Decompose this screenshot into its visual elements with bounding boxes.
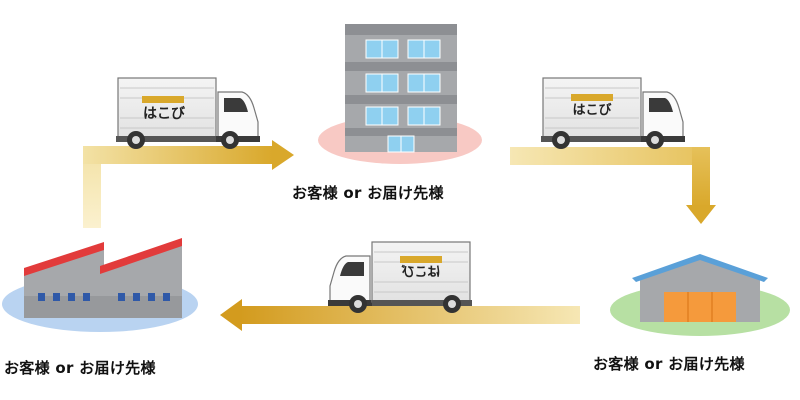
warehouse — [632, 254, 768, 322]
label-left-destination: お客様 or お届け先様 — [4, 359, 156, 377]
office-building — [345, 24, 457, 153]
truck-3: はこび — [328, 241, 472, 313]
factory — [24, 238, 182, 318]
truck-logo-3: はこび — [401, 265, 441, 280]
truck-logo-1: はこび — [143, 106, 186, 122]
truck-1: はこび — [116, 77, 260, 149]
truck-logo-2: はこび — [572, 103, 612, 118]
truck-2: はこび — [541, 77, 685, 149]
arrow-building-to-warehouse — [510, 147, 716, 224]
label-right-destination: お客様 or お届け先様 — [593, 355, 745, 373]
label-top-destination: お客様 or お届け先様 — [292, 184, 444, 202]
arrow-warehouse-to-factory — [220, 299, 580, 331]
arrow-factory-to-building — [83, 140, 294, 228]
